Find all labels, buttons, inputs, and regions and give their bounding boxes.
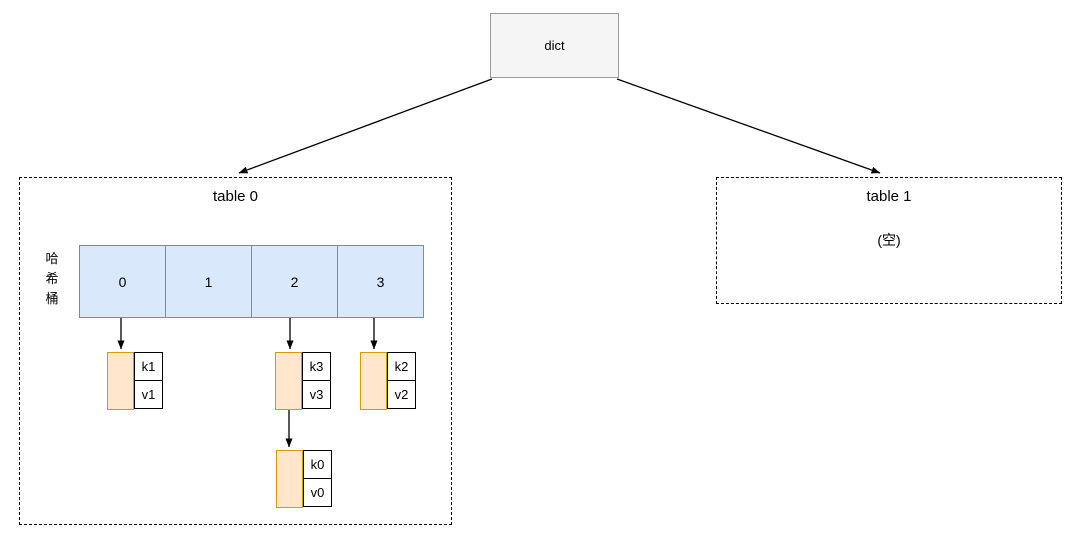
key-cell: k0: [303, 450, 332, 479]
table1-title: table 1: [866, 188, 912, 205]
dict-node: dict: [490, 13, 619, 78]
edge-dict-to-table1: [616, 78, 881, 174]
bucket-cell-label: 0: [118, 273, 127, 290]
edge-dict-to-table0: [238, 78, 493, 174]
key-cell: k2: [387, 352, 416, 381]
node-k1v1: k1 v1: [107, 352, 163, 410]
node-slot: [107, 352, 134, 410]
key-cell: k3: [302, 352, 331, 381]
key-cell: k1: [134, 352, 163, 381]
bucket-cell-1: 1: [165, 245, 252, 318]
bucket-cell-label: 2: [290, 273, 299, 290]
hash-bucket-axis-label: 哈希桶: [45, 251, 59, 306]
node-k3v3: k3 v3: [275, 352, 331, 410]
node-cells: k1 v1: [134, 352, 163, 410]
value-cell: v2: [387, 380, 416, 409]
node-slot: [276, 450, 303, 508]
table0-container: table 0: [19, 177, 452, 525]
node-slot: [360, 352, 387, 410]
node-k0v0: k0 v0: [276, 450, 332, 508]
table1-empty-label: (空): [877, 232, 901, 248]
value-cell: v1: [134, 380, 163, 409]
value-cell: v0: [303, 478, 332, 507]
hash-bucket-array: 0 1 2 3: [79, 245, 424, 318]
bucket-cell-3: 3: [337, 245, 424, 318]
value-cell: v3: [302, 380, 331, 409]
bucket-cell-2: 2: [251, 245, 338, 318]
node-k2v2: k2 v2: [360, 352, 416, 410]
bucket-cell-label: 1: [204, 273, 213, 290]
node-cells: k0 v0: [303, 450, 332, 508]
node-slot: [275, 352, 302, 410]
bucket-cell-0: 0: [79, 245, 166, 318]
node-cells: k3 v3: [302, 352, 331, 410]
node-cells: k2 v2: [387, 352, 416, 410]
dict-node-label: dict: [544, 38, 565, 53]
table0-title: table 0: [212, 188, 259, 205]
table1-container: table 1 (空): [716, 177, 1062, 304]
bucket-cell-label: 3: [376, 273, 385, 290]
